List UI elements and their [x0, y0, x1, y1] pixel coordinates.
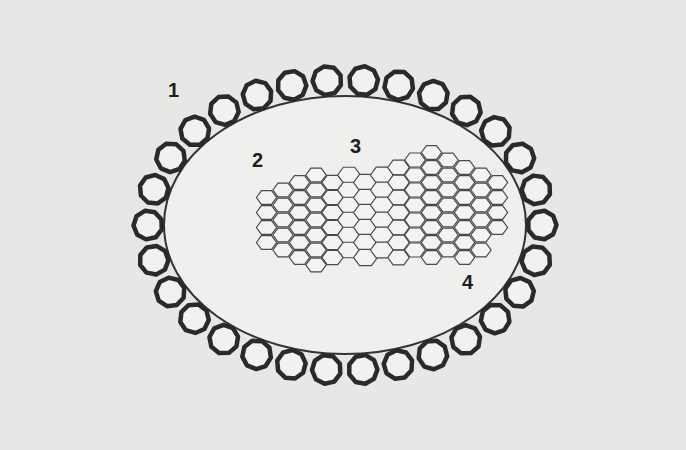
hexagonal-cell: [421, 191, 441, 205]
hexagonal-cell: [405, 168, 426, 182]
hexagonal-cell: [289, 206, 309, 220]
epidermal-cell: [180, 305, 208, 333]
hexagonal-cell: [438, 213, 458, 227]
epidermal-cell: [419, 81, 448, 109]
hexagonal-cell: [405, 228, 426, 242]
hexagonal-cell: [438, 153, 458, 167]
hexagonal-cell: [405, 213, 426, 227]
hexagonal-cell: [405, 243, 426, 257]
hexagonal-cell: [421, 251, 441, 265]
epidermal-cell: [384, 350, 412, 379]
hexagonal-cell: [421, 146, 441, 160]
hexagonal-cell: [438, 168, 458, 182]
hexagonal-cell: [421, 236, 441, 250]
epidermal-cell: [419, 341, 447, 369]
hexagonal-cell: [256, 206, 276, 220]
hexagonal-cell: [454, 221, 474, 235]
epidermal-cell: [180, 117, 209, 145]
epidermal-cell: [505, 278, 533, 306]
epidermal-cell: [277, 350, 305, 378]
epidermal-cell: [521, 246, 549, 275]
epidermal-cell: [243, 81, 271, 109]
hexagonal-cell: [487, 176, 507, 190]
epidermal-cell: [278, 71, 306, 100]
hexagonal-cell: [438, 243, 458, 257]
hexagonal-cell: [487, 191, 507, 205]
hexagonal-cell: [289, 236, 309, 250]
epidermal-cell: [452, 97, 481, 125]
hexagonal-cell: [289, 191, 309, 205]
epidermal-cell: [451, 325, 480, 353]
hexagonal-cell: [454, 206, 474, 220]
hexagonal-cell: [438, 183, 458, 197]
epidermal-cell: [140, 246, 168, 275]
epidermal-cell: [140, 175, 168, 203]
callout-number: 4: [462, 272, 473, 292]
hexagonal-cell: [454, 251, 474, 265]
hexagonal-cell: [273, 183, 293, 197]
epidermal-cell: [156, 144, 185, 172]
hexagonal-cell: [454, 176, 474, 190]
hexagonal-cell: [273, 198, 293, 212]
epidermal-cell: [313, 66, 341, 95]
hexagonal-cell: [438, 198, 458, 212]
epidermal-cell: [210, 97, 239, 125]
hexagonal-cell: [256, 191, 276, 205]
hexagonal-cell: [471, 198, 491, 212]
epidermal-cell: [312, 355, 340, 384]
epidermal-cell: [242, 341, 271, 369]
hexagonal-cell: [405, 153, 426, 167]
hexagonal-cell: [487, 206, 507, 220]
hexagonal-cell: [454, 236, 474, 250]
epidermal-cell: [134, 211, 162, 240]
epidermal-cell: [481, 305, 510, 333]
hexagonal-cell: [289, 251, 309, 265]
hexagonal-cell: [421, 161, 441, 175]
hexagonal-cell: [471, 183, 491, 197]
hexagonal-cell: [471, 243, 491, 257]
epidermal-cell: [384, 72, 413, 100]
hexagonal-cell: [256, 221, 276, 235]
epidermal-cell: [506, 144, 534, 173]
hexagonal-cell: [471, 228, 491, 242]
hexagonal-cell: [256, 236, 276, 250]
epidermal-cell: [156, 278, 184, 307]
hexagonal-cell: [454, 161, 474, 175]
callout-number: 3: [350, 136, 361, 156]
hexagonal-cell: [289, 176, 309, 190]
callout-number: 2: [252, 150, 263, 170]
hexagonal-cell: [487, 221, 507, 235]
epidermal-cell: [481, 117, 509, 145]
callout-number: 1: [168, 80, 179, 100]
epidermal-cell: [349, 355, 377, 384]
hexagonal-cell: [273, 213, 293, 227]
epidermal-cell: [350, 66, 378, 94]
hexagonal-cell: [471, 213, 491, 227]
hexagonal-cell: [438, 228, 458, 242]
epidermal-cell: [522, 176, 550, 205]
hexagonal-cell: [471, 168, 491, 182]
outer-cell-ring: [134, 66, 557, 384]
hexagonal-cell: [454, 191, 474, 205]
epidermal-cell: [209, 325, 238, 353]
inner-boundary: [164, 96, 526, 354]
hexagonal-cell: [273, 243, 293, 257]
hexagonal-cell: [289, 221, 309, 235]
epidermal-cell: [528, 211, 556, 240]
hexagonal-cell: [421, 221, 441, 235]
hexagonal-cell: [273, 228, 293, 242]
central-cell-cluster: [256, 146, 507, 272]
hexagonal-cell: [405, 198, 426, 212]
hexagonal-cell: [405, 183, 426, 197]
hexagonal-cell: [421, 206, 441, 220]
hexagonal-cell: [421, 176, 441, 190]
